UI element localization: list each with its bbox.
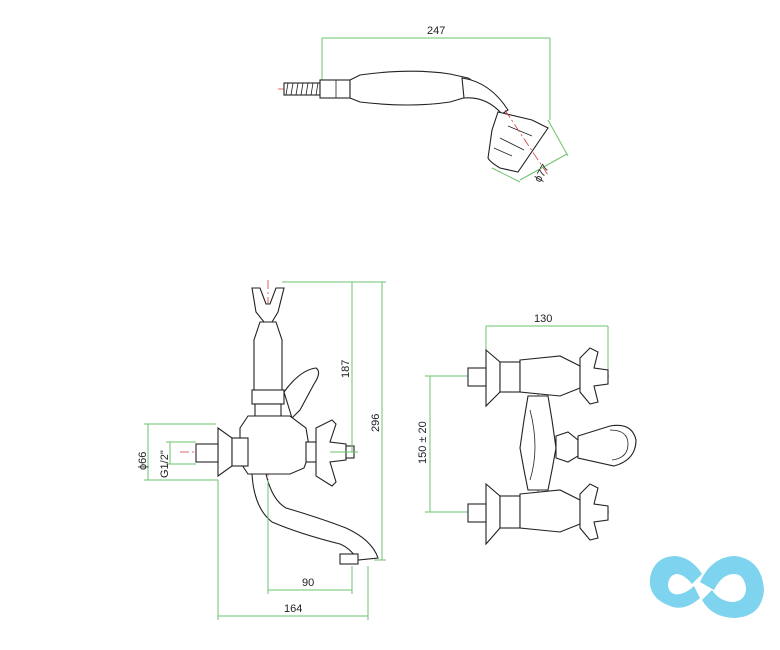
hand-shower-view: 247 ϕ77	[278, 25, 569, 185]
mixer-body	[239, 415, 311, 475]
cross-handle-upper	[579, 347, 609, 405]
hand-shower-neck	[461, 77, 509, 115]
diverter-knob	[555, 431, 579, 463]
dim-holder-height: 187	[340, 360, 352, 378]
shower-holder-fork	[251, 287, 285, 323]
dim-spout-reach: 90	[302, 577, 314, 589]
dim-flange-diameter: ϕ66	[137, 452, 149, 470]
cross-handle-lower	[579, 483, 609, 541]
upper-valve	[467, 347, 609, 408]
dim-hand-shower-length: 247	[427, 25, 445, 37]
side-view: 187 296 ϕ66 G1/2" 90 164	[137, 280, 386, 620]
dim-centre-distance: 150 ± 20	[417, 421, 429, 464]
central-body	[519, 395, 557, 491]
hose-connector	[319, 79, 351, 99]
inlet-connector	[195, 443, 219, 463]
front-view: 130 150 ± 20	[417, 313, 637, 546]
dim-shower-head-diameter: ϕ77	[532, 163, 552, 185]
dim-total-depth: 164	[284, 603, 302, 615]
lower-valve	[467, 482, 609, 546]
hand-shower-handle	[349, 70, 476, 106]
dim-total-height: 296	[370, 414, 382, 432]
dim-inlet-thread: G1/2"	[159, 450, 171, 478]
brand-logo: CD	[649, 556, 764, 618]
cross-handle-side	[315, 419, 347, 487]
spout	[251, 473, 379, 561]
hand-shower-head	[487, 111, 549, 173]
dim-valve-width: 130	[534, 313, 552, 325]
diverter-lever	[283, 367, 320, 420]
wall-flange	[217, 426, 233, 478]
side-view-hand-shower	[253, 321, 283, 391]
hose	[283, 82, 321, 96]
